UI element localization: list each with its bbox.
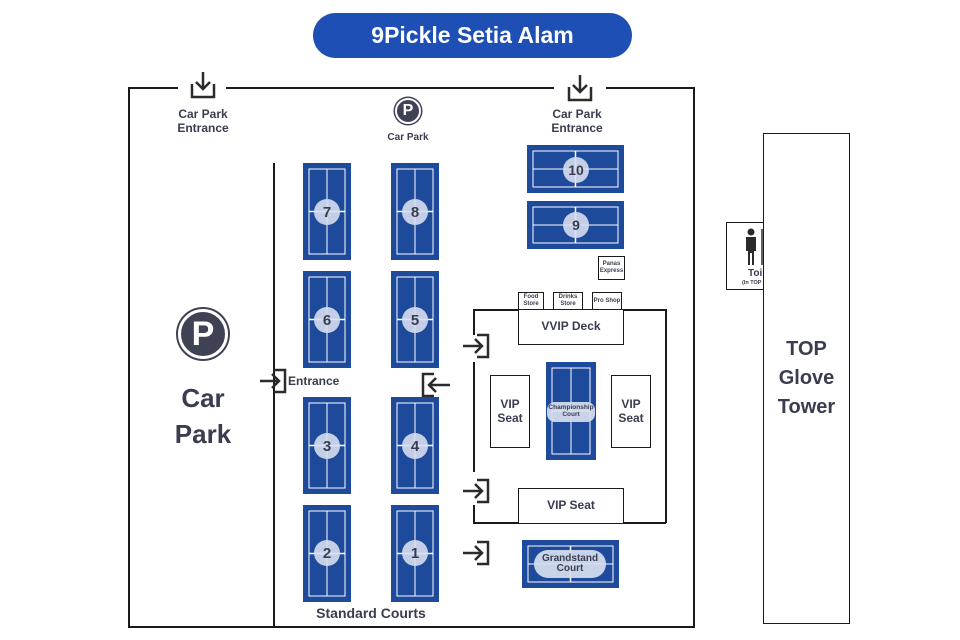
court-9-label: 9	[563, 212, 589, 238]
championship-court-label: Championship Court	[547, 402, 595, 422]
court-3-label: 3	[314, 433, 340, 459]
entrance-right-arrow-icon	[463, 540, 490, 566]
standard-courts-label: Standard Courts	[316, 605, 426, 621]
vip-seat-bottom: VIP Seat	[518, 488, 624, 524]
court-7[interactable]	[303, 163, 351, 260]
panas-express: Panas Express	[598, 256, 625, 280]
page-title: 9Pickle Setia Alam	[313, 13, 632, 58]
top-glove-tower: TOP Glove Tower	[763, 133, 850, 624]
car-park-divider	[273, 163, 275, 628]
court-4[interactable]	[391, 397, 439, 494]
toilet-note: (In TOP Glove)	[742, 280, 780, 286]
court-10-label: 10	[563, 157, 589, 183]
court-7-label: 7	[314, 199, 340, 225]
court-4-label: 4	[402, 433, 428, 459]
court-8-label: 8	[402, 199, 428, 225]
drinks-store: Drinks Store	[553, 292, 583, 310]
entrance-right-arrow-icon	[260, 368, 287, 394]
court-6-label: 6	[314, 307, 340, 333]
car-park-entrance-right-label: Car Park Entrance	[551, 107, 603, 136]
entrance-right-arrow-icon	[463, 478, 490, 504]
car-park-entrance-left-label: Car Park Entrance	[177, 107, 229, 136]
pro-shop: Pro Shop	[592, 292, 622, 310]
parking-icon: P	[178, 309, 228, 359]
car-park-small-label: Car Park	[387, 132, 429, 143]
parking-icon: P	[395, 98, 421, 124]
vip-seat-left: VIP Seat	[490, 375, 530, 448]
toilet-label: Toilet	[748, 268, 774, 279]
vvip-deck: VVIP Deck	[518, 309, 624, 345]
entrance-left-arrow-icon	[421, 372, 450, 398]
food-store: Food Store	[518, 292, 544, 310]
court-5-label: 5	[402, 307, 428, 333]
entrance-right-arrow-icon	[463, 333, 490, 359]
vip-seat-right: VIP Seat	[611, 375, 651, 448]
court-1-label: 1	[402, 540, 428, 566]
court-2-label: 2	[314, 540, 340, 566]
entrance-down-arrow-icon	[567, 75, 593, 102]
entrance-down-arrow-icon	[190, 72, 216, 99]
car-park-big-label: Car Park	[174, 383, 232, 450]
grandstand-court-label: Grandstand Court	[534, 550, 606, 578]
entrance-label: Entrance	[288, 374, 340, 388]
